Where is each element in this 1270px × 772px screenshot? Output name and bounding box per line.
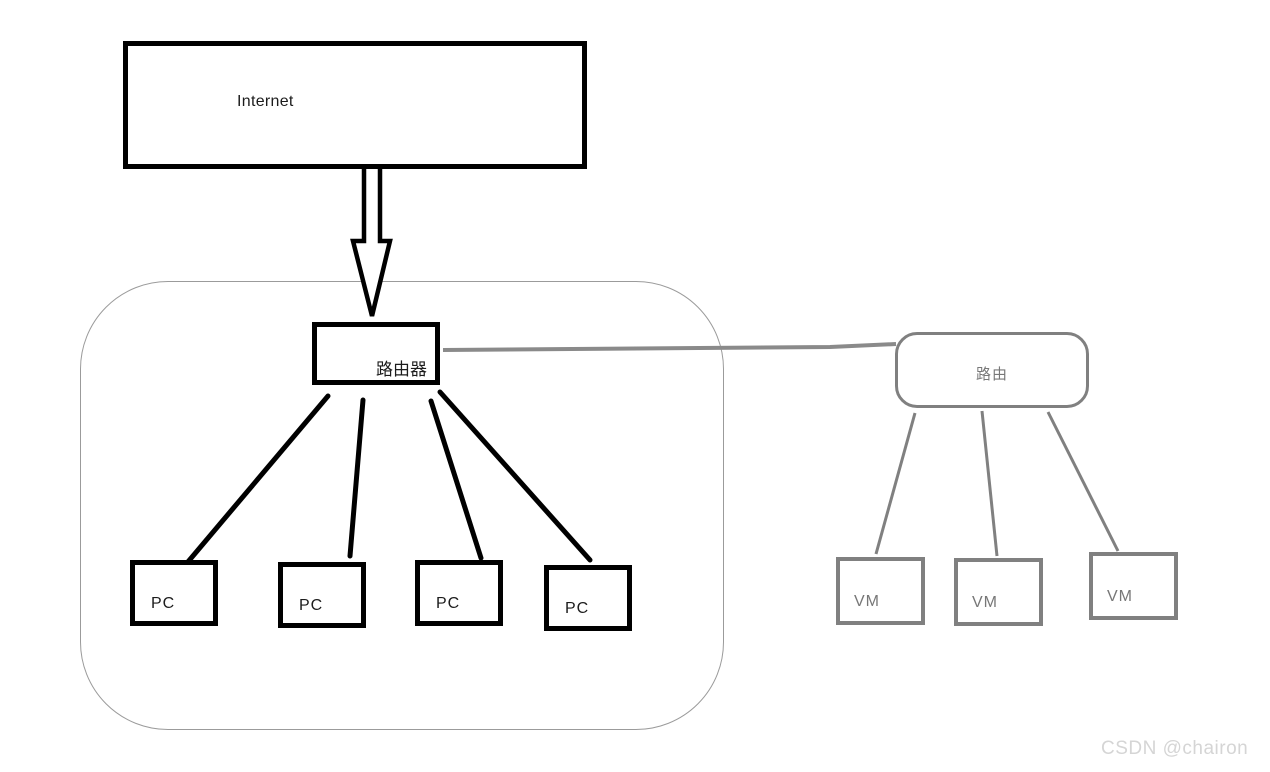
route-vm1-link — [874, 412, 917, 555]
watermark: CSDN @chairon — [1101, 738, 1249, 759]
router-pc2-link — [347, 397, 366, 559]
internet-label: Internet — [237, 93, 294, 110]
vm-node-3: VM — [1089, 552, 1178, 620]
router-pc3-link — [428, 398, 484, 561]
router-pc1-link — [184, 393, 331, 566]
route-node: 路由 — [895, 332, 1089, 408]
router-pc4-link — [437, 389, 593, 563]
pc-label: PC — [151, 595, 176, 612]
pc-node-4: PC — [544, 565, 632, 631]
vm-label: VM — [854, 593, 880, 610]
route-label: 路由 — [975, 365, 1008, 383]
router-node: 路由器 — [312, 322, 440, 385]
router-route-link — [442, 342, 897, 352]
internet-to-router-arrow-icon — [350, 169, 393, 317]
pc-node-2: PC — [278, 562, 366, 628]
internet-node: Internet — [123, 41, 587, 169]
pc-label: PC — [436, 595, 461, 612]
router-label: 路由器 — [376, 360, 427, 379]
route-vm3-link — [1046, 411, 1120, 552]
vm-node-2: VM — [954, 558, 1043, 626]
pc-label: PC — [299, 597, 324, 614]
vm-node-1: VM — [836, 557, 925, 625]
vm-label: VM — [1107, 588, 1133, 605]
route-vm2-link — [980, 410, 999, 557]
pc-label: PC — [565, 600, 590, 617]
vm-label: VM — [972, 594, 998, 611]
lan-boundary-container — [80, 281, 724, 730]
pc-node-1: PC — [130, 560, 218, 626]
pc-node-3: PC — [415, 560, 503, 626]
